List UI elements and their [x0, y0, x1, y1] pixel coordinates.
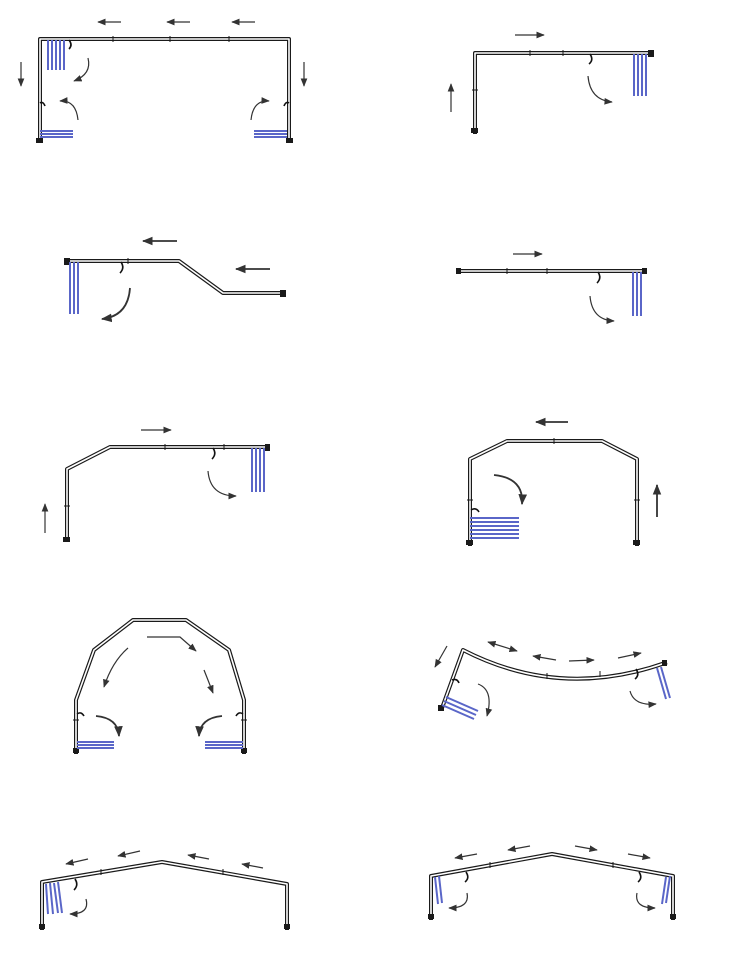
curtain-top-left: [47, 40, 65, 70]
bend-hook-icon: [451, 678, 460, 684]
panel-curved-bay-two-curtains: [434, 641, 671, 720]
bend-hook-icon: [470, 508, 480, 513]
direction-arrow-icon: [627, 853, 651, 860]
track-rail: [456, 268, 647, 274]
bend-hook-icon: [588, 53, 593, 65]
curtain-bottom-left: [77, 741, 114, 749]
bend-hook-icon: [596, 271, 601, 284]
curtain-bottom-left: [40, 130, 73, 138]
bend-hook-icon: [76, 712, 85, 717]
curtain-bottom-right: [205, 741, 243, 749]
swing-arrow-icon: [207, 470, 237, 500]
swing-arrow-icon: [73, 57, 90, 82]
panel-l-shape-right-curtain: [447, 31, 654, 134]
panel-offset-bend-left-curtain: [64, 236, 286, 323]
bend-hook-icon: [211, 447, 216, 460]
swing-arrow-icon: [59, 97, 79, 121]
curtain-right: [251, 448, 265, 492]
panel-bay-left-curtain-stacked: [466, 417, 662, 546]
swing-arrow-icon: [587, 75, 613, 105]
bend-hook-icon: [634, 668, 639, 680]
panel-roof-two-curtains: [428, 845, 676, 920]
direction-arrow-icon: [454, 853, 478, 860]
bend-hook-icon: [119, 261, 124, 274]
direction-arrow-icon: [487, 641, 518, 652]
direction-arrow-icon: [507, 845, 531, 852]
curtain-bottom-right: [254, 130, 287, 138]
track-rail: [39, 860, 290, 930]
bend-hook-icon: [637, 871, 642, 883]
panel-straight-right-curtain: [456, 250, 647, 325]
direction-arrow-icon: [65, 858, 89, 866]
track-rail: [36, 36, 293, 143]
curtain-right: [661, 875, 671, 905]
track-rail: [428, 852, 676, 920]
swing-arrow-icon: [250, 97, 270, 121]
curtain-left: [69, 262, 79, 314]
curtain-right: [632, 272, 642, 316]
bend-hook-icon: [73, 878, 78, 891]
panel-arch-two-curtains: [73, 618, 247, 754]
direction-arrow-icon: [434, 645, 448, 668]
swing-arrow-icon: [636, 892, 656, 912]
direction-arrow-icon: [574, 845, 598, 852]
curve-arrow-icon: [203, 669, 214, 694]
swing-arrow-icon: [493, 474, 528, 506]
bend-hook-icon: [283, 101, 290, 107]
bend-hook-icon: [68, 39, 72, 50]
curve-arrow-icon: [147, 636, 197, 652]
swing-arrow-icon: [629, 690, 657, 709]
panel-roof-left-curtain: [39, 850, 290, 930]
curtain-left: [434, 875, 443, 905]
curtain-bottom-left: [470, 517, 519, 539]
swing-arrow-icon: [477, 683, 493, 717]
direction-arrow-icon: [187, 853, 210, 860]
track-rail: [64, 258, 286, 297]
curtain-right: [633, 54, 647, 96]
curtain-left: [45, 881, 63, 915]
track-rail: [466, 438, 640, 546]
bend-hook-icon: [235, 712, 244, 717]
track-rail: [63, 444, 270, 542]
curve-arrow-icon: [103, 647, 129, 688]
curtain-right: [656, 666, 671, 700]
direction-arrow-icon: [532, 653, 557, 661]
bend-hook-icon: [39, 101, 46, 107]
swing-arrow-icon: [69, 898, 88, 918]
track-rail: [471, 50, 654, 134]
panel-u-shape-two-curtains: [17, 18, 308, 143]
direction-arrow-icon: [117, 850, 141, 858]
bend-hook-icon: [464, 871, 469, 883]
panel-angled-l-right-curtain: [41, 426, 270, 542]
swing-arrow-icon: [195, 715, 223, 738]
direction-arrow-icon: [617, 651, 642, 659]
direction-arrow-icon: [568, 656, 595, 664]
track-rail: [73, 618, 247, 754]
swing-arrow-icon: [100, 287, 131, 323]
swing-arrow-icon: [95, 715, 123, 738]
swing-arrow-icon: [589, 295, 615, 325]
direction-arrow-icon: [241, 862, 264, 869]
curtain-bottom-left: [441, 696, 479, 720]
swing-arrow-icon: [448, 892, 468, 912]
